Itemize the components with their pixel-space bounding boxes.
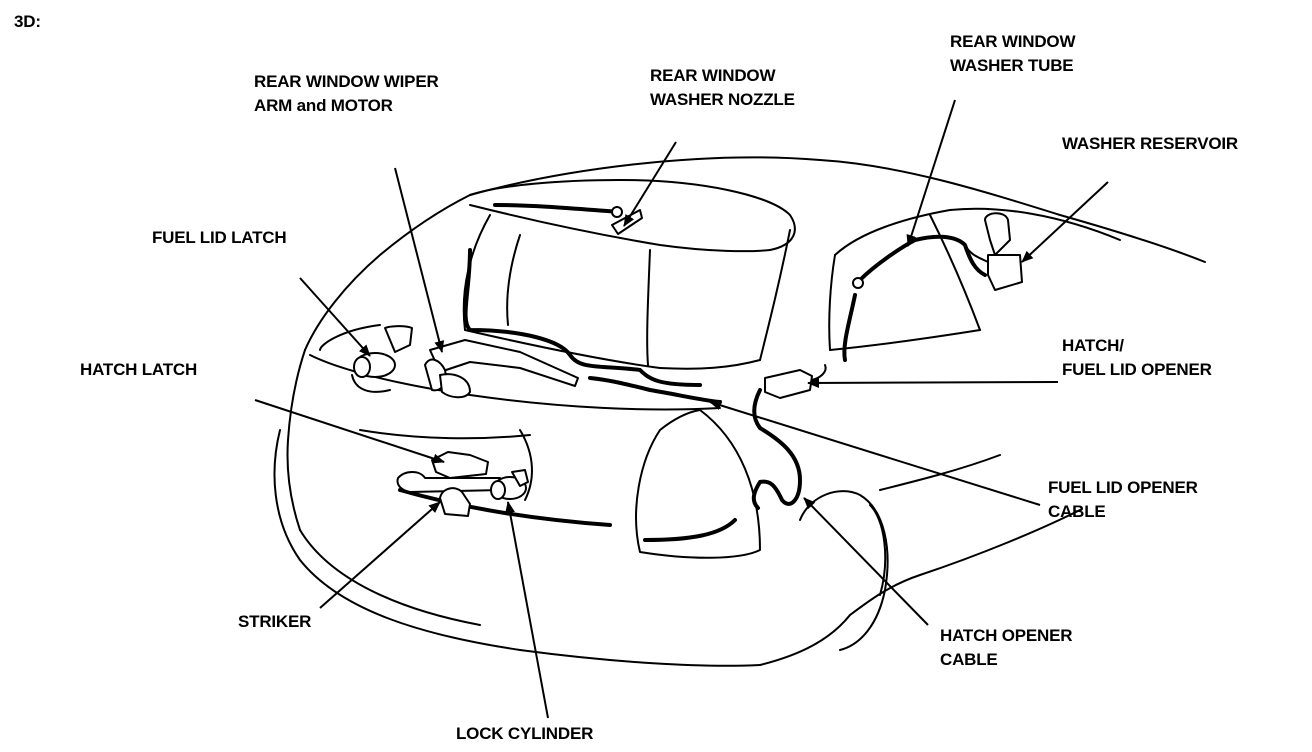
label-washer-nozzle: REAR WINDOW WASHER NOZZLE [650,64,795,112]
rear-hatch-window [462,214,791,370]
striker-part [439,487,471,517]
fuel-lid-latch-part [351,325,413,393]
lock-cylinder-part [490,469,529,500]
label-line: REAR WINDOW WIPER [254,72,439,91]
label-line: HATCH LATCH [80,360,198,379]
label-washer-reservoir: WASHER RESERVOIR [1062,132,1238,156]
wiper-arm-motor-part [424,339,579,399]
label-line: LOCK CYLINDER [456,724,594,743]
hatch-latch-part [396,451,503,493]
label-line: HATCH OPENER [940,626,1073,645]
car-body-outline [273,156,1206,667]
label-line: FUEL LID OPENER [1048,478,1198,497]
label-rear-window-wiper: REAR WINDOW WIPER ARM and MOTOR [254,70,439,118]
label-line: WASHER TUBE [950,56,1074,75]
leader-fuel-lid-latch [299,277,371,357]
leader-fuel-lid-cable [709,400,1041,506]
label-line: CABLE [1048,502,1106,521]
washer-reservoir-part [964,212,1023,291]
label-line: FUEL LID OPENER [1062,360,1212,379]
label-washer-tube: REAR WINDOW WASHER TUBE [950,30,1075,78]
label-hatch-latch: HATCH LATCH [80,358,197,382]
label-line: ARM and MOTOR [254,96,393,115]
leader-lock-cylinder [505,501,549,719]
hatch-fuel-lid-opener-part [764,364,827,399]
leader-hatch-opener-cable [803,497,929,626]
leader-washer-tube [906,99,956,247]
label-hatch-opener-cable: HATCH OPENER CABLE [940,624,1073,672]
label-fuel-lid-opener-cable: FUEL LID OPENER CABLE [1048,476,1198,524]
label-line: WASHER RESERVOIR [1062,134,1238,153]
leader-striker [319,501,441,609]
leader-lines [254,99,1109,719]
label-line: CABLE [940,650,998,669]
label-line: WASHER NOZZLE [650,90,795,109]
label-lock-cylinder: LOCK CYLINDER [456,722,593,746]
label-line: REAR WINDOW [950,32,1076,51]
label-striker: STRIKER [238,610,311,634]
washer-tube [463,203,987,387]
opener-cables [588,376,802,510]
label-line: REAR WINDOW [650,66,776,85]
hatch-lid [309,324,761,559]
leader-washer-nozzle [623,141,677,227]
leader-hatch-latch [254,399,445,464]
leader-hatch-fuel-opener [807,377,1059,388]
label-line: HATCH/ [1062,336,1124,355]
label-hatch-fuel-lid-opener: HATCH/ FUEL LID OPENER [1062,334,1212,382]
label-fuel-lid-latch: FUEL LID LATCH [152,226,287,250]
label-line: FUEL LID LATCH [152,228,287,247]
label-line: STRIKER [238,612,312,631]
leader-rear-wiper [394,167,445,353]
figure-id: 3D: [14,12,41,31]
leader-washer-reservoir [1021,181,1109,263]
